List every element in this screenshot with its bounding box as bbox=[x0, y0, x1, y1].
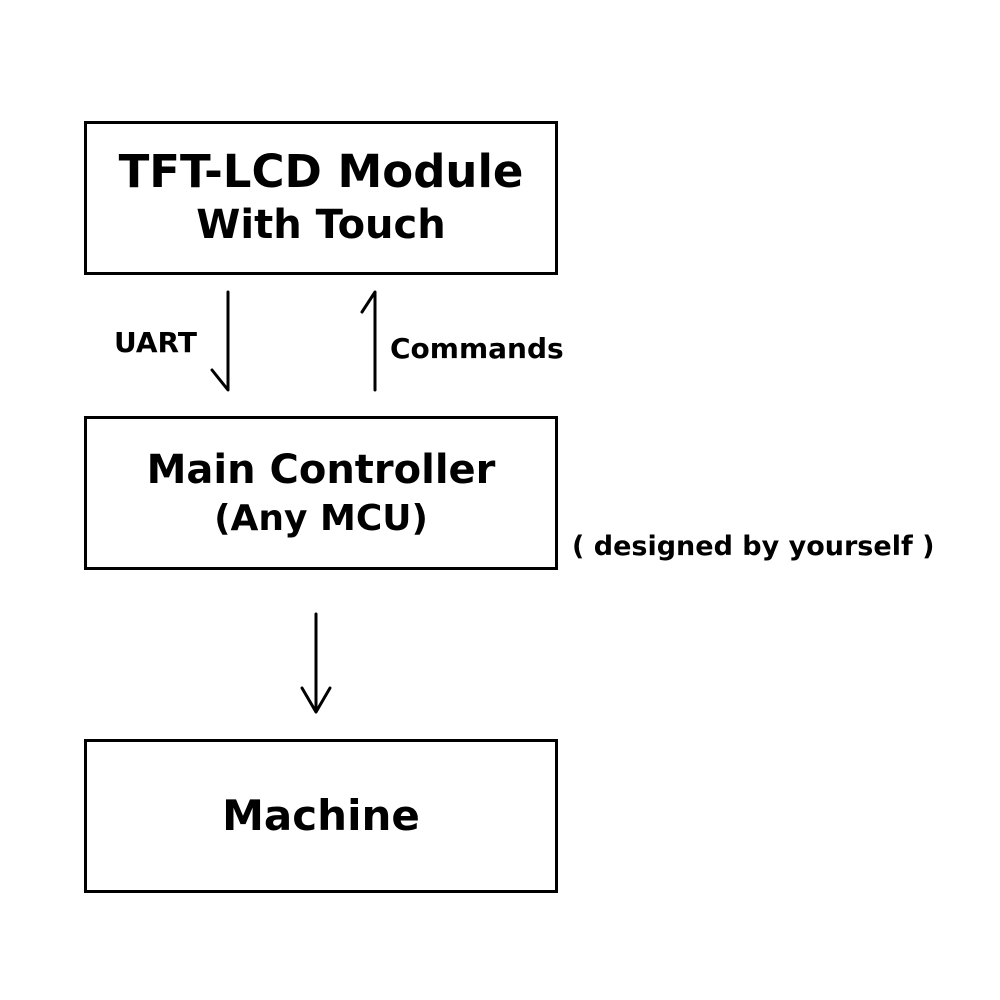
main-controller-block: Main Controller (Any MCU) bbox=[84, 416, 558, 570]
uart-label: UART bbox=[114, 326, 197, 359]
machine-title: Machine bbox=[222, 791, 420, 840]
commands-label: Commands bbox=[390, 332, 564, 365]
machine-down-arrow-icon bbox=[300, 612, 332, 714]
tft-lcd-module-block: TFT-LCD Module With Touch bbox=[84, 121, 558, 275]
machine-block: Machine bbox=[84, 739, 558, 893]
uart-down-arrow-icon bbox=[210, 290, 230, 392]
tft-lcd-module-title: TFT-LCD Module bbox=[118, 145, 524, 198]
designed-by-yourself-note: ( designed by yourself ) bbox=[572, 531, 935, 562]
main-controller-title: Main Controller bbox=[146, 447, 496, 493]
any-mcu-subtitle: (Any MCU) bbox=[214, 498, 428, 539]
commands-up-arrow-icon bbox=[360, 290, 377, 392]
with-touch-subtitle: With Touch bbox=[196, 202, 446, 248]
